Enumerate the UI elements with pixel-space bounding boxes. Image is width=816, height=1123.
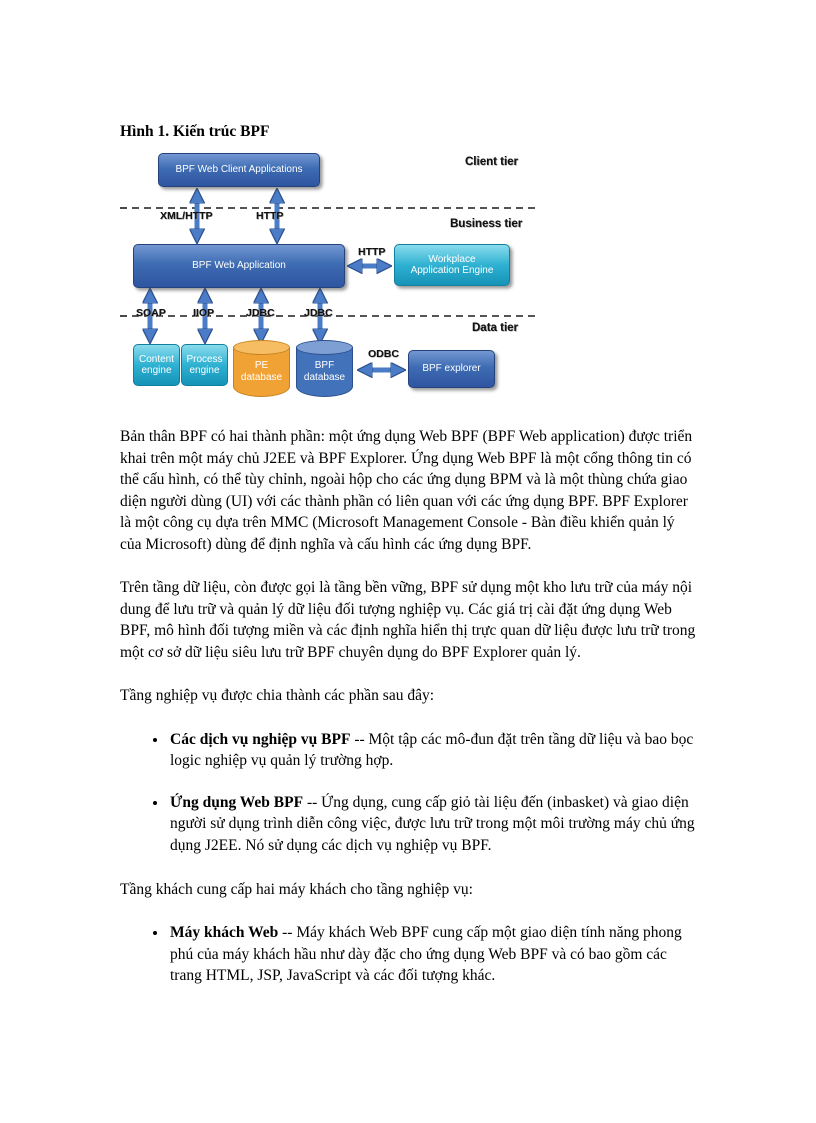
paragraph-overview: Bản thân BPF có hai thành phần: một ứng … [120, 428, 693, 553]
bullet-list-business-tier: Các dịch vụ nghiệp vụ BPF -- Một tập các… [120, 729, 697, 857]
node-process-engine: Process engine [181, 344, 228, 386]
node-pe-database: PE database [233, 340, 290, 397]
node-bpf-web-application: BPF Web Application [133, 244, 345, 288]
edge-label-soap: SOAP [136, 307, 166, 319]
edge-label-jdbc-1: JDBC [246, 307, 275, 319]
tier-label-business: Business tier [450, 218, 523, 230]
node-label: BPF explorer [422, 363, 481, 375]
node-bpf-database: BPF database [296, 340, 353, 397]
node-label: Process engine [186, 353, 223, 377]
node-bpf-explorer: BPF explorer [408, 350, 495, 388]
tier-label-data: Data tier [472, 322, 519, 334]
figure-caption: Hình 1. Kiến trúc BPF [120, 123, 270, 140]
paragraph-business-tier-intro: Tầng nghiệp vụ được chia thành các phần … [120, 687, 435, 705]
cylinder-body: BPF database [296, 347, 353, 397]
node-workplace-application-engine: Workplace Application Engine [394, 244, 510, 286]
diagram-connectors [120, 150, 540, 402]
bullet-rest: -- Máy khách Web BPF cung cấp một giao d… [170, 924, 682, 985]
node-label: Workplace Application Engine [410, 253, 494, 277]
bullet-lead: Ứng dụng Web BPF [170, 793, 304, 811]
node-bpf-web-client-applications: BPF Web Client Applications [158, 153, 320, 187]
architecture-diagram: Client tier Business tier Data tier XML/… [120, 150, 685, 402]
bullet-item-web-application: Ứng dụng Web BPF -- Ứng dụng, cung cấp g… [168, 792, 697, 857]
bullet-rest: -- Ứng dụng, cung cấp giỏ tài liệu đến (… [170, 793, 695, 854]
paragraph-client-tier-intro: Tầng khách cung cấp hai máy khách cho tầ… [120, 880, 473, 898]
node-label: Content engine [138, 353, 175, 377]
edge-label-http-mid: HTTP [358, 246, 386, 258]
bullet-item-web-client: Máy khách Web -- Máy khách Web BPF cung … [168, 922, 697, 987]
node-label: BPF Web Client Applications [175, 164, 303, 176]
tier-label-client: Client tier [465, 156, 519, 168]
edge-label-odbc: ODBC [368, 348, 399, 360]
bullet-item-business-services: Các dịch vụ nghiệp vụ BPF -- Một tập các… [168, 729, 697, 772]
node-label: BPF Web Application [192, 260, 286, 272]
edge-label-iiop: IIOP [193, 307, 215, 319]
cylinder-body: PE database [233, 347, 290, 397]
bullet-rest: -- Một tập các mô-đun đặt trên tầng dữ l… [170, 730, 694, 770]
cylinder-top [233, 340, 290, 355]
node-label: BPF database [303, 360, 346, 383]
paragraph-data-tier: Trên tầng dữ liệu, còn được gọi là tầng … [120, 579, 696, 661]
node-content-engine: Content engine [133, 344, 180, 386]
bullet-lead: Các dịch vụ nghiệp vụ BPF [170, 730, 351, 748]
node-label: PE database [240, 360, 283, 383]
bullet-list-client-tier: Máy khách Web -- Máy khách Web BPF cung … [120, 922, 697, 987]
edge-label-jdbc-2: JDBC [304, 307, 333, 319]
cylinder-top [296, 340, 353, 355]
bullet-lead: Máy khách Web [170, 924, 279, 942]
edge-label-xml-http: XML/HTTP [160, 210, 213, 222]
edge-label-http-top: HTTP [256, 210, 284, 222]
